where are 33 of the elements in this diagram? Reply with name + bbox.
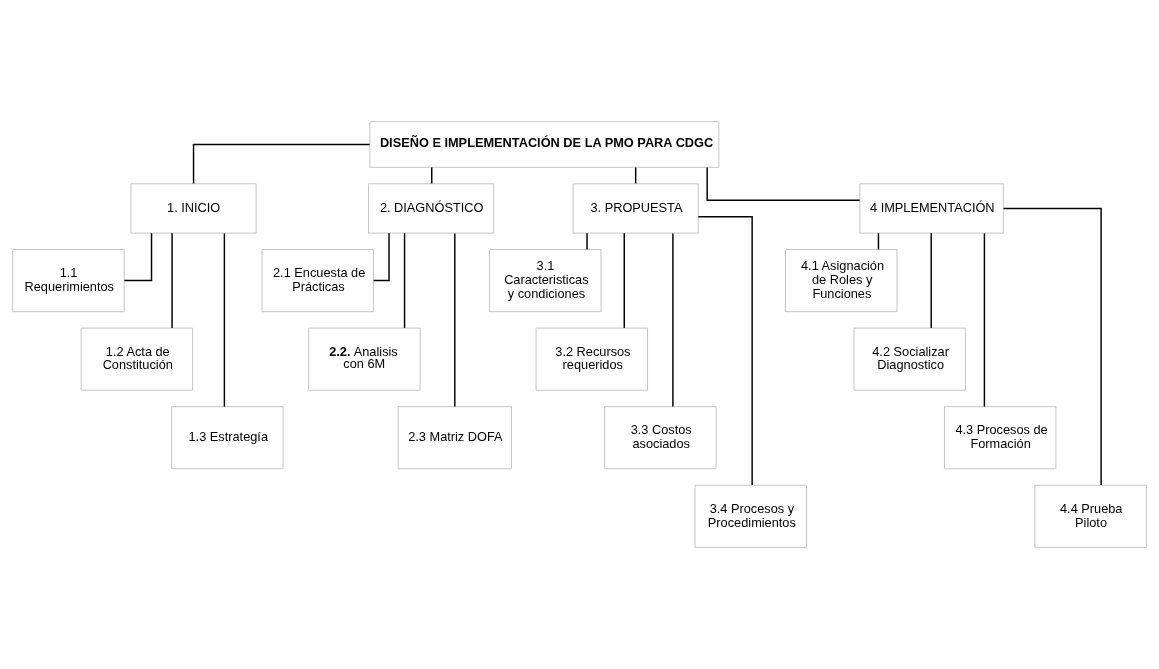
connector [1002, 207, 1102, 486]
node-box: 3. PROPUESTA [572, 183, 699, 234]
node-box: 4.4 Prueba Piloto [1034, 484, 1147, 548]
connector [672, 232, 674, 408]
node-box: 4 IMPLEMENTACIÓN [859, 183, 1004, 234]
connector [623, 232, 625, 329]
connector [171, 232, 173, 329]
node-box: 2. DIAGNÓSTICO [368, 183, 495, 234]
node-box: 2.1 Encuesta de Prácticas [261, 249, 374, 313]
connector [192, 143, 371, 185]
connector [586, 232, 588, 251]
connector [706, 166, 861, 201]
connector [930, 232, 932, 329]
node-box: 3.4 Procesos y Procedimientos [694, 484, 807, 548]
node-box: 3.2 Recursos requeridos [535, 327, 648, 391]
node-box: 1.3 Estrategía [171, 406, 284, 470]
node-box: DISEÑO E IMPLEMENTACIÓN DE LA PMO PARA CDGC [369, 121, 720, 168]
connector [123, 232, 153, 282]
node-box: 4.2 Socializar Diagnostico [853, 327, 966, 391]
node-box: 2.3 Matriz DOFA [397, 406, 512, 470]
node-box: 3.3 Costos asociados [604, 406, 717, 470]
connector [983, 232, 986, 408]
node-box: 1. INICIO [130, 183, 257, 234]
node-box: 1.2 Acta de Constitución [80, 327, 194, 391]
node-box: 4.3 Procesos de Formación [944, 406, 1057, 470]
node-box: 1.1 Requerimientos [12, 249, 125, 313]
node-box: 3.1 Caracteristicas y condiciones [489, 249, 602, 313]
connector [697, 215, 753, 486]
node-box: 4.1 Asignación de Roles y Funciones [785, 249, 898, 313]
connector [454, 232, 456, 408]
connector [403, 232, 406, 329]
node-box: 2.2. Analisis con 6M [308, 327, 421, 391]
connector [223, 232, 226, 408]
